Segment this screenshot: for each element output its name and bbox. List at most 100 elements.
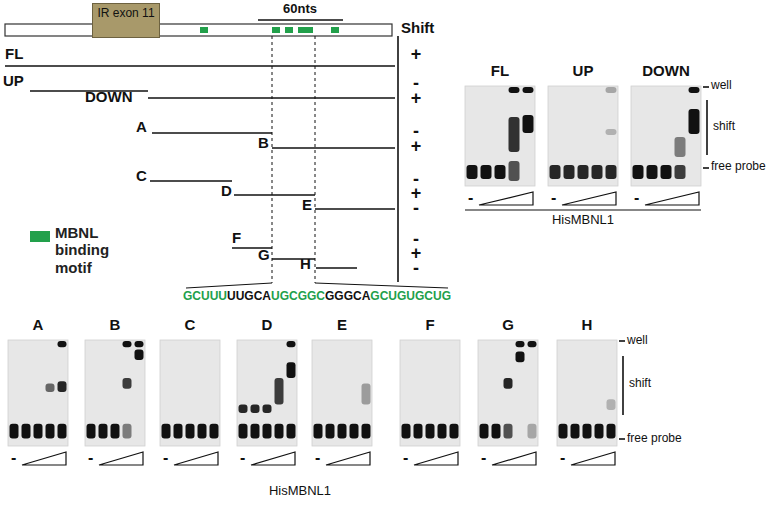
legend-swatch	[30, 231, 50, 242]
gel-band	[210, 424, 219, 439]
gel-title: C	[160, 316, 220, 333]
construct-label: F	[232, 229, 241, 246]
gel-band	[46, 383, 55, 391]
gel-band	[450, 424, 459, 439]
gel-image	[557, 340, 617, 446]
zoom-leader	[315, 283, 448, 288]
protein-label: HisMBNL1	[269, 484, 331, 499]
gel-panel: UP	[548, 62, 618, 186]
no-protein-mark: -	[551, 189, 556, 207]
gel-band	[504, 424, 513, 439]
concentration-wedge	[645, 192, 699, 205]
gel-band	[287, 341, 296, 347]
gel-band	[362, 383, 371, 404]
gel-band	[595, 424, 604, 439]
gel-band	[592, 165, 603, 179]
gel-band	[492, 424, 501, 439]
band-label: well	[627, 334, 648, 348]
gel-band	[251, 405, 260, 413]
pre-mrna-bar	[5, 24, 392, 36]
band-label: shift	[713, 120, 735, 134]
gel-image	[160, 340, 220, 446]
band-label: free probe	[627, 432, 682, 446]
gel-band	[467, 165, 478, 179]
concentration-wedge	[562, 192, 616, 205]
gel-title: A	[8, 316, 68, 333]
gel-band	[571, 424, 580, 439]
concentration-wedge	[22, 452, 66, 465]
gel-band	[58, 424, 67, 439]
band-label: shift	[629, 377, 651, 391]
panel-underline	[465, 209, 701, 210]
gel-image	[8, 340, 68, 446]
concentration-wedge	[251, 452, 295, 465]
gel-band	[198, 424, 207, 439]
concentration-wedge	[99, 452, 143, 465]
binding-motif	[331, 27, 339, 33]
shift-bracket	[706, 100, 708, 155]
gel-band	[135, 349, 144, 360]
gel-band	[326, 424, 335, 439]
gel-panel: D	[237, 316, 297, 446]
sequence-segment: GCUUU	[183, 290, 227, 304]
binding-motif	[272, 27, 280, 33]
gel-band	[523, 87, 534, 93]
no-protein-mark: -	[315, 449, 320, 467]
gel-image	[631, 86, 701, 186]
gel-band	[338, 424, 347, 439]
gel-panel: G	[478, 316, 538, 446]
binding-motif	[200, 27, 208, 33]
gel-band	[111, 424, 120, 439]
gel-band	[87, 424, 96, 439]
binding-motif	[298, 27, 313, 33]
gel-band	[186, 424, 195, 439]
gel-band	[263, 424, 272, 439]
gel-band	[10, 424, 19, 439]
construct-label: A	[136, 118, 147, 135]
well-tick	[619, 340, 625, 342]
construct-label: B	[258, 134, 269, 151]
scale-bar	[258, 19, 343, 21]
sequence-segment: GGGCA	[325, 290, 370, 304]
gel-band	[162, 424, 171, 439]
construct-label: C	[136, 167, 147, 184]
gel-panel: B	[85, 316, 145, 446]
gel-band	[550, 165, 561, 179]
construct-line	[272, 147, 395, 149]
gel-band	[350, 424, 359, 439]
gel-title: E	[312, 316, 372, 333]
gel-band	[583, 424, 592, 439]
concentration-wedge	[326, 452, 370, 465]
gel-image	[85, 340, 145, 446]
gel-band	[516, 341, 525, 347]
gel-band	[362, 424, 371, 439]
gel-band	[58, 341, 67, 347]
construct-label: D	[221, 182, 232, 199]
construct-label: DOWN	[85, 88, 133, 105]
well-tick	[703, 86, 709, 88]
construct-line	[316, 267, 357, 269]
gel-band	[287, 424, 296, 439]
gel-image	[400, 340, 460, 446]
band-label: well	[711, 79, 732, 93]
gel-band	[22, 424, 31, 439]
shift-bracket	[622, 356, 624, 415]
shift-result: +	[411, 136, 422, 157]
exon-box: IR exon 11	[92, 3, 159, 38]
no-protein-mark: -	[403, 449, 408, 467]
gel-band	[426, 424, 435, 439]
gel-image	[465, 86, 535, 186]
gel-image	[548, 86, 618, 186]
gel-title: FL	[465, 62, 535, 79]
construct-line	[152, 132, 272, 134]
no-protein-mark: -	[163, 449, 168, 467]
gel-title: B	[85, 316, 145, 333]
gel-band	[123, 378, 132, 389]
gel-title: F	[400, 316, 460, 333]
gel-band	[516, 352, 525, 363]
gel-title: H	[557, 316, 617, 333]
no-protein-mark: -	[468, 189, 473, 207]
concentration-wedge	[174, 452, 218, 465]
exon-label: IR exon 11	[93, 4, 158, 20]
